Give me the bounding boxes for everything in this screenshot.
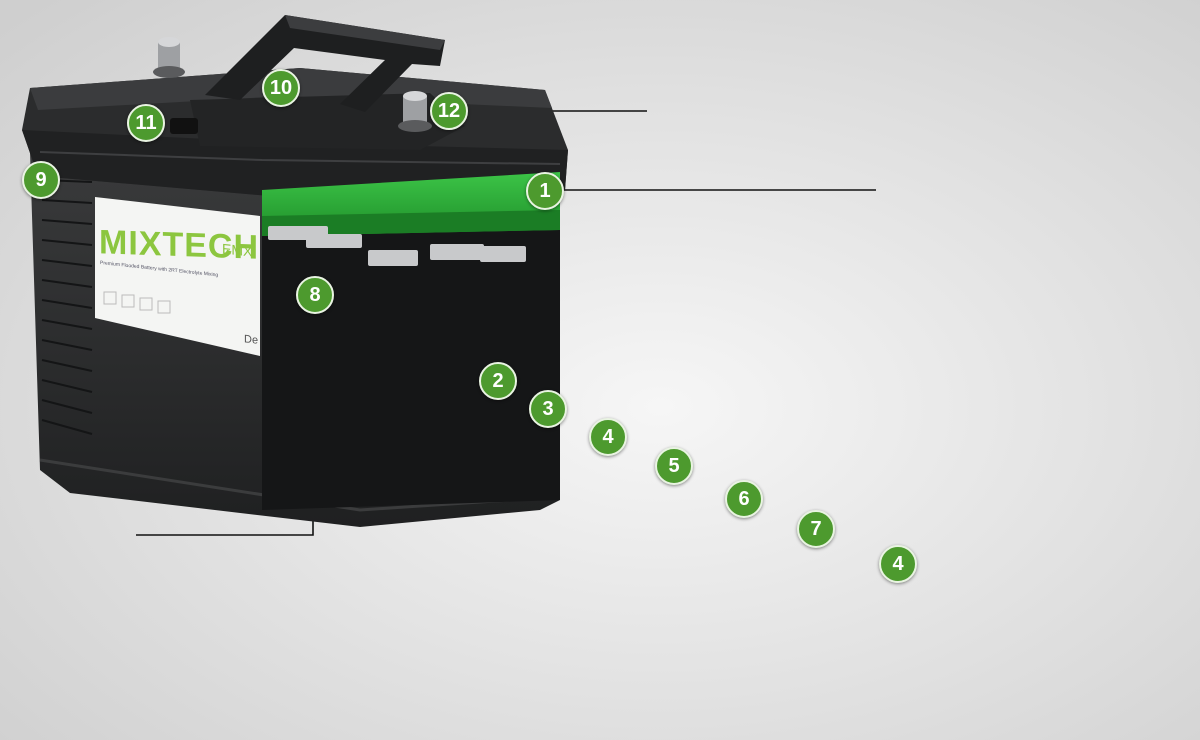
- callout-6: 6: [725, 480, 763, 518]
- callout-4: 4: [589, 418, 627, 456]
- callout-12: 12: [430, 92, 468, 130]
- callout-1: 1: [526, 172, 564, 210]
- callout-3: 3: [529, 390, 567, 428]
- brand-corner-mark: De: [244, 333, 259, 347]
- terminal-right: [398, 91, 432, 132]
- callout-11: 11: [127, 104, 165, 142]
- battery-label: [95, 197, 260, 356]
- callout-4b: 4: [879, 545, 917, 583]
- battery-case: [22, 15, 568, 527]
- callout-10: 10: [262, 69, 300, 107]
- callout-2: 2: [479, 362, 517, 400]
- brand-suffix: EMX: [222, 240, 253, 260]
- terminal-left: [153, 37, 185, 78]
- callout-8: 8: [296, 276, 334, 314]
- callout-9: 9: [22, 161, 60, 199]
- callout-7: 7: [797, 510, 835, 548]
- callout-5: 5: [655, 447, 693, 485]
